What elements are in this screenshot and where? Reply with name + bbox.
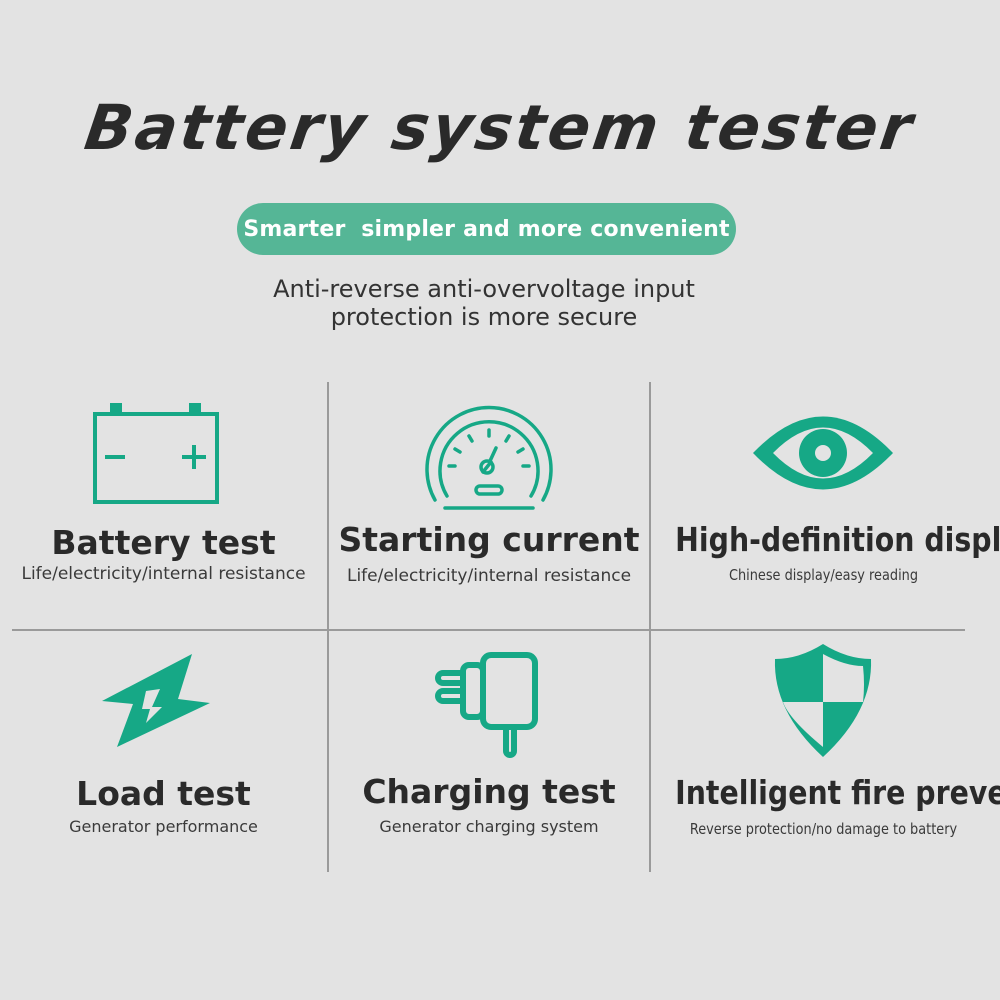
feature-subtitle: Life/electricity/internal resistance (346, 566, 632, 586)
feature-subtitle: Reverse protection/no damage to battery (689, 820, 958, 838)
feature-subtitle: Generator performance (69, 817, 258, 836)
feature-title: High-definition display (675, 520, 1000, 559)
feature-battery-test: Battery test Life/electricity/internal r… (0, 380, 327, 620)
tagline-badge: Smarter simpler and more convenient (237, 203, 736, 255)
feature-title: Load test (76, 774, 251, 813)
eye-icon (753, 416, 893, 490)
divider-horizontal (12, 629, 965, 631)
feature-hd-display: High-definition display Chinese display/… (651, 380, 1000, 620)
divider-vertical-2 (649, 382, 651, 872)
description-line-2: protection is more secure (330, 303, 638, 331)
speedometer-icon (425, 405, 553, 510)
description-line-1: Anti-reverse anti-overvoltage input (273, 275, 695, 303)
feature-title: Charging test (362, 772, 616, 811)
feature-charging-test: Charging test Generator charging system (329, 631, 649, 871)
battery-icon (93, 403, 219, 504)
feature-title: Starting current (338, 520, 640, 559)
shield-icon (774, 644, 872, 757)
lightning-icon (102, 654, 210, 747)
feature-subtitle: Generator charging system (379, 817, 599, 836)
feature-starting-current: Starting current Life/electricity/intern… (329, 380, 649, 620)
feature-load-test: Load test Generator performance (0, 631, 327, 871)
feature-fire-prevention: Intelligent fire prevention Reverse prot… (651, 631, 1000, 871)
feature-title: Battery test (51, 523, 276, 562)
divider-vertical-1 (327, 382, 329, 872)
feature-subtitle: Chinese display/easy reading (728, 566, 919, 584)
feature-subtitle: Life/electricity/internal resistance (21, 564, 306, 584)
page-title: Battery system tester (80, 91, 920, 164)
feature-title: Intelligent fire prevention (675, 773, 1000, 812)
charger-plug-icon (435, 652, 538, 758)
